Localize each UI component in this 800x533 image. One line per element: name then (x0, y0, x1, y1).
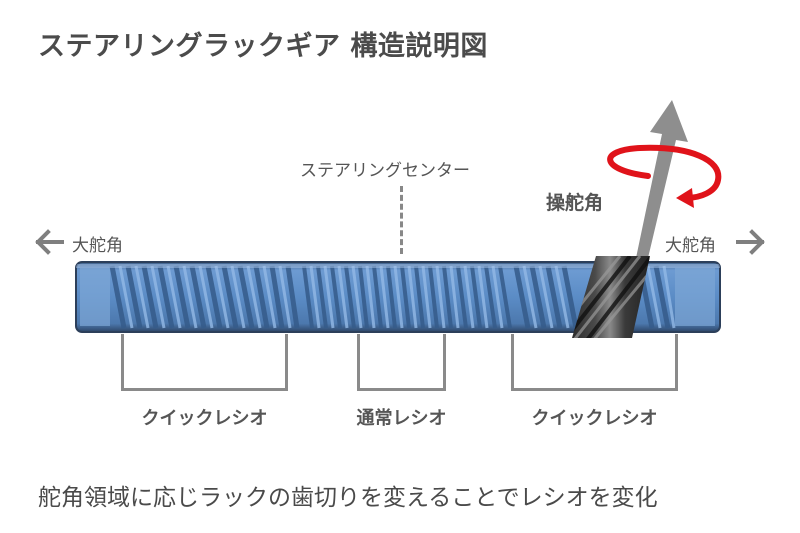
normal-ratio-bracket (357, 334, 446, 391)
left-quick-ratio-label: クイックレシオ (141, 408, 268, 429)
left-arrow-icon (35, 229, 64, 255)
right-quick-ratio-label: クイックレシオ (531, 408, 658, 429)
steering-shaft-arrow (626, 100, 688, 258)
right-arrow-icon (736, 229, 765, 255)
steering-center-line (400, 186, 403, 254)
left-large-angle-label: 大舵角 (72, 236, 123, 256)
normal-ratio-label: 通常レシオ (356, 408, 447, 429)
steering-angle-label: 操舵角 (546, 192, 604, 214)
steering-center-label: ステアリングセンター (300, 161, 470, 181)
left-quick-ratio-bracket (121, 334, 288, 391)
rotation-arrow-icon (607, 144, 722, 208)
diagram-title: ステアリングラックギア 構造説明図 (38, 31, 488, 62)
diagram-caption: 舵角領域に応じラックの歯切りを変えることでレシオを変化 (38, 485, 658, 511)
pinion-gear (572, 256, 650, 338)
right-quick-ratio-bracket (511, 334, 678, 391)
rack-bar (75, 261, 721, 333)
right-large-angle-label: 大舵角 (665, 236, 716, 256)
